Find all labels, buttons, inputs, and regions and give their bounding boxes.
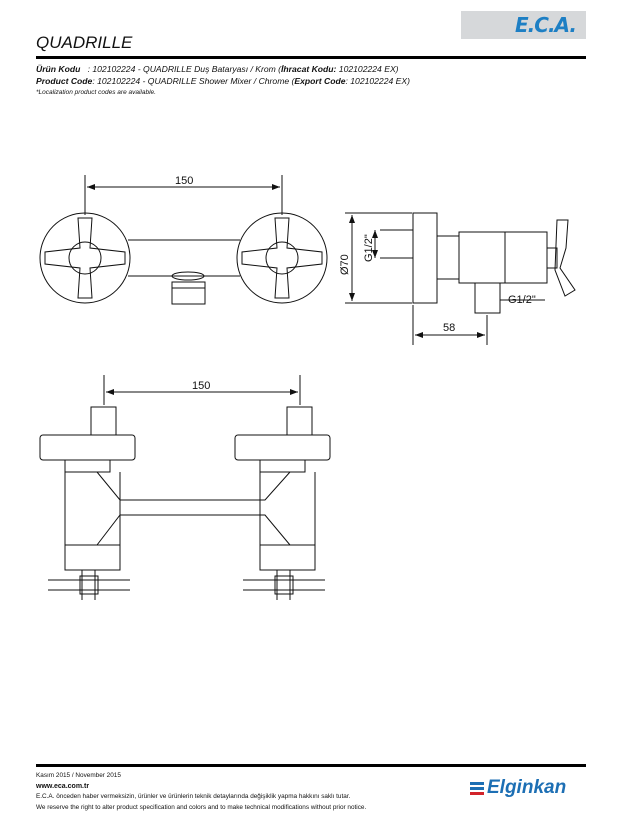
en-text: : 102102224 - QUADRILLE Shower Mixer / C… — [92, 75, 295, 86]
brand-name: Elginkan — [487, 777, 567, 798]
tr-label: Ürün Kodu — [36, 64, 81, 74]
en-export: : 102102224 EX) — [345, 75, 410, 86]
disclaimer-tr: E.C.A. önceden haber vermeksizin, ürünle… — [36, 793, 351, 800]
side-view: Ø70 G1/2" G1/2" 58 — [339, 212, 576, 345]
localization-note: *Localization product codes are availabl… — [36, 89, 156, 96]
tr-export-label: İhracat Kodu: — [281, 64, 337, 74]
dim-depth: 58 — [443, 322, 455, 334]
en-export-label: Export Code — [294, 75, 346, 86]
eca-logo: E.C.A. — [461, 11, 586, 39]
footer-date: Kasım 2015 / November 2015 — [36, 772, 121, 779]
bottom-view: 150 — [39, 375, 331, 600]
dim-thread-outlet: G1/2" — [508, 294, 536, 306]
dim-diameter: Ø70 — [339, 254, 351, 275]
en-label: Product Code — [36, 75, 93, 86]
product-title: QUADRILLE — [36, 33, 133, 52]
footer-url[interactable]: www.eca.com.tr — [36, 782, 90, 790]
product-info: Ürün Kodu : 102102224 - QUADRILLE Duş Ba… — [36, 64, 410, 99]
tr-export: 102102224 EX) — [336, 64, 399, 74]
disclaimer-en: We reserve the right to alter product sp… — [36, 803, 367, 811]
footer-rule — [36, 764, 586, 767]
dim-front-width: 150 — [175, 175, 193, 187]
front-view: 150 — [39, 175, 328, 305]
tr-text: : 102102224 - QUADRILLE Duş Bataryası / … — [87, 64, 282, 74]
dim-bottom-width: 150 — [192, 380, 210, 392]
dim-thread-inlet: G1/2" — [363, 234, 375, 262]
elginkan-bars-icon — [470, 780, 484, 797]
header-rule — [36, 56, 586, 59]
footer: Kasım 2015 / November 2015 www.eca.com.t… — [36, 771, 366, 813]
elginkan-logo: Elginkan — [470, 777, 566, 799]
